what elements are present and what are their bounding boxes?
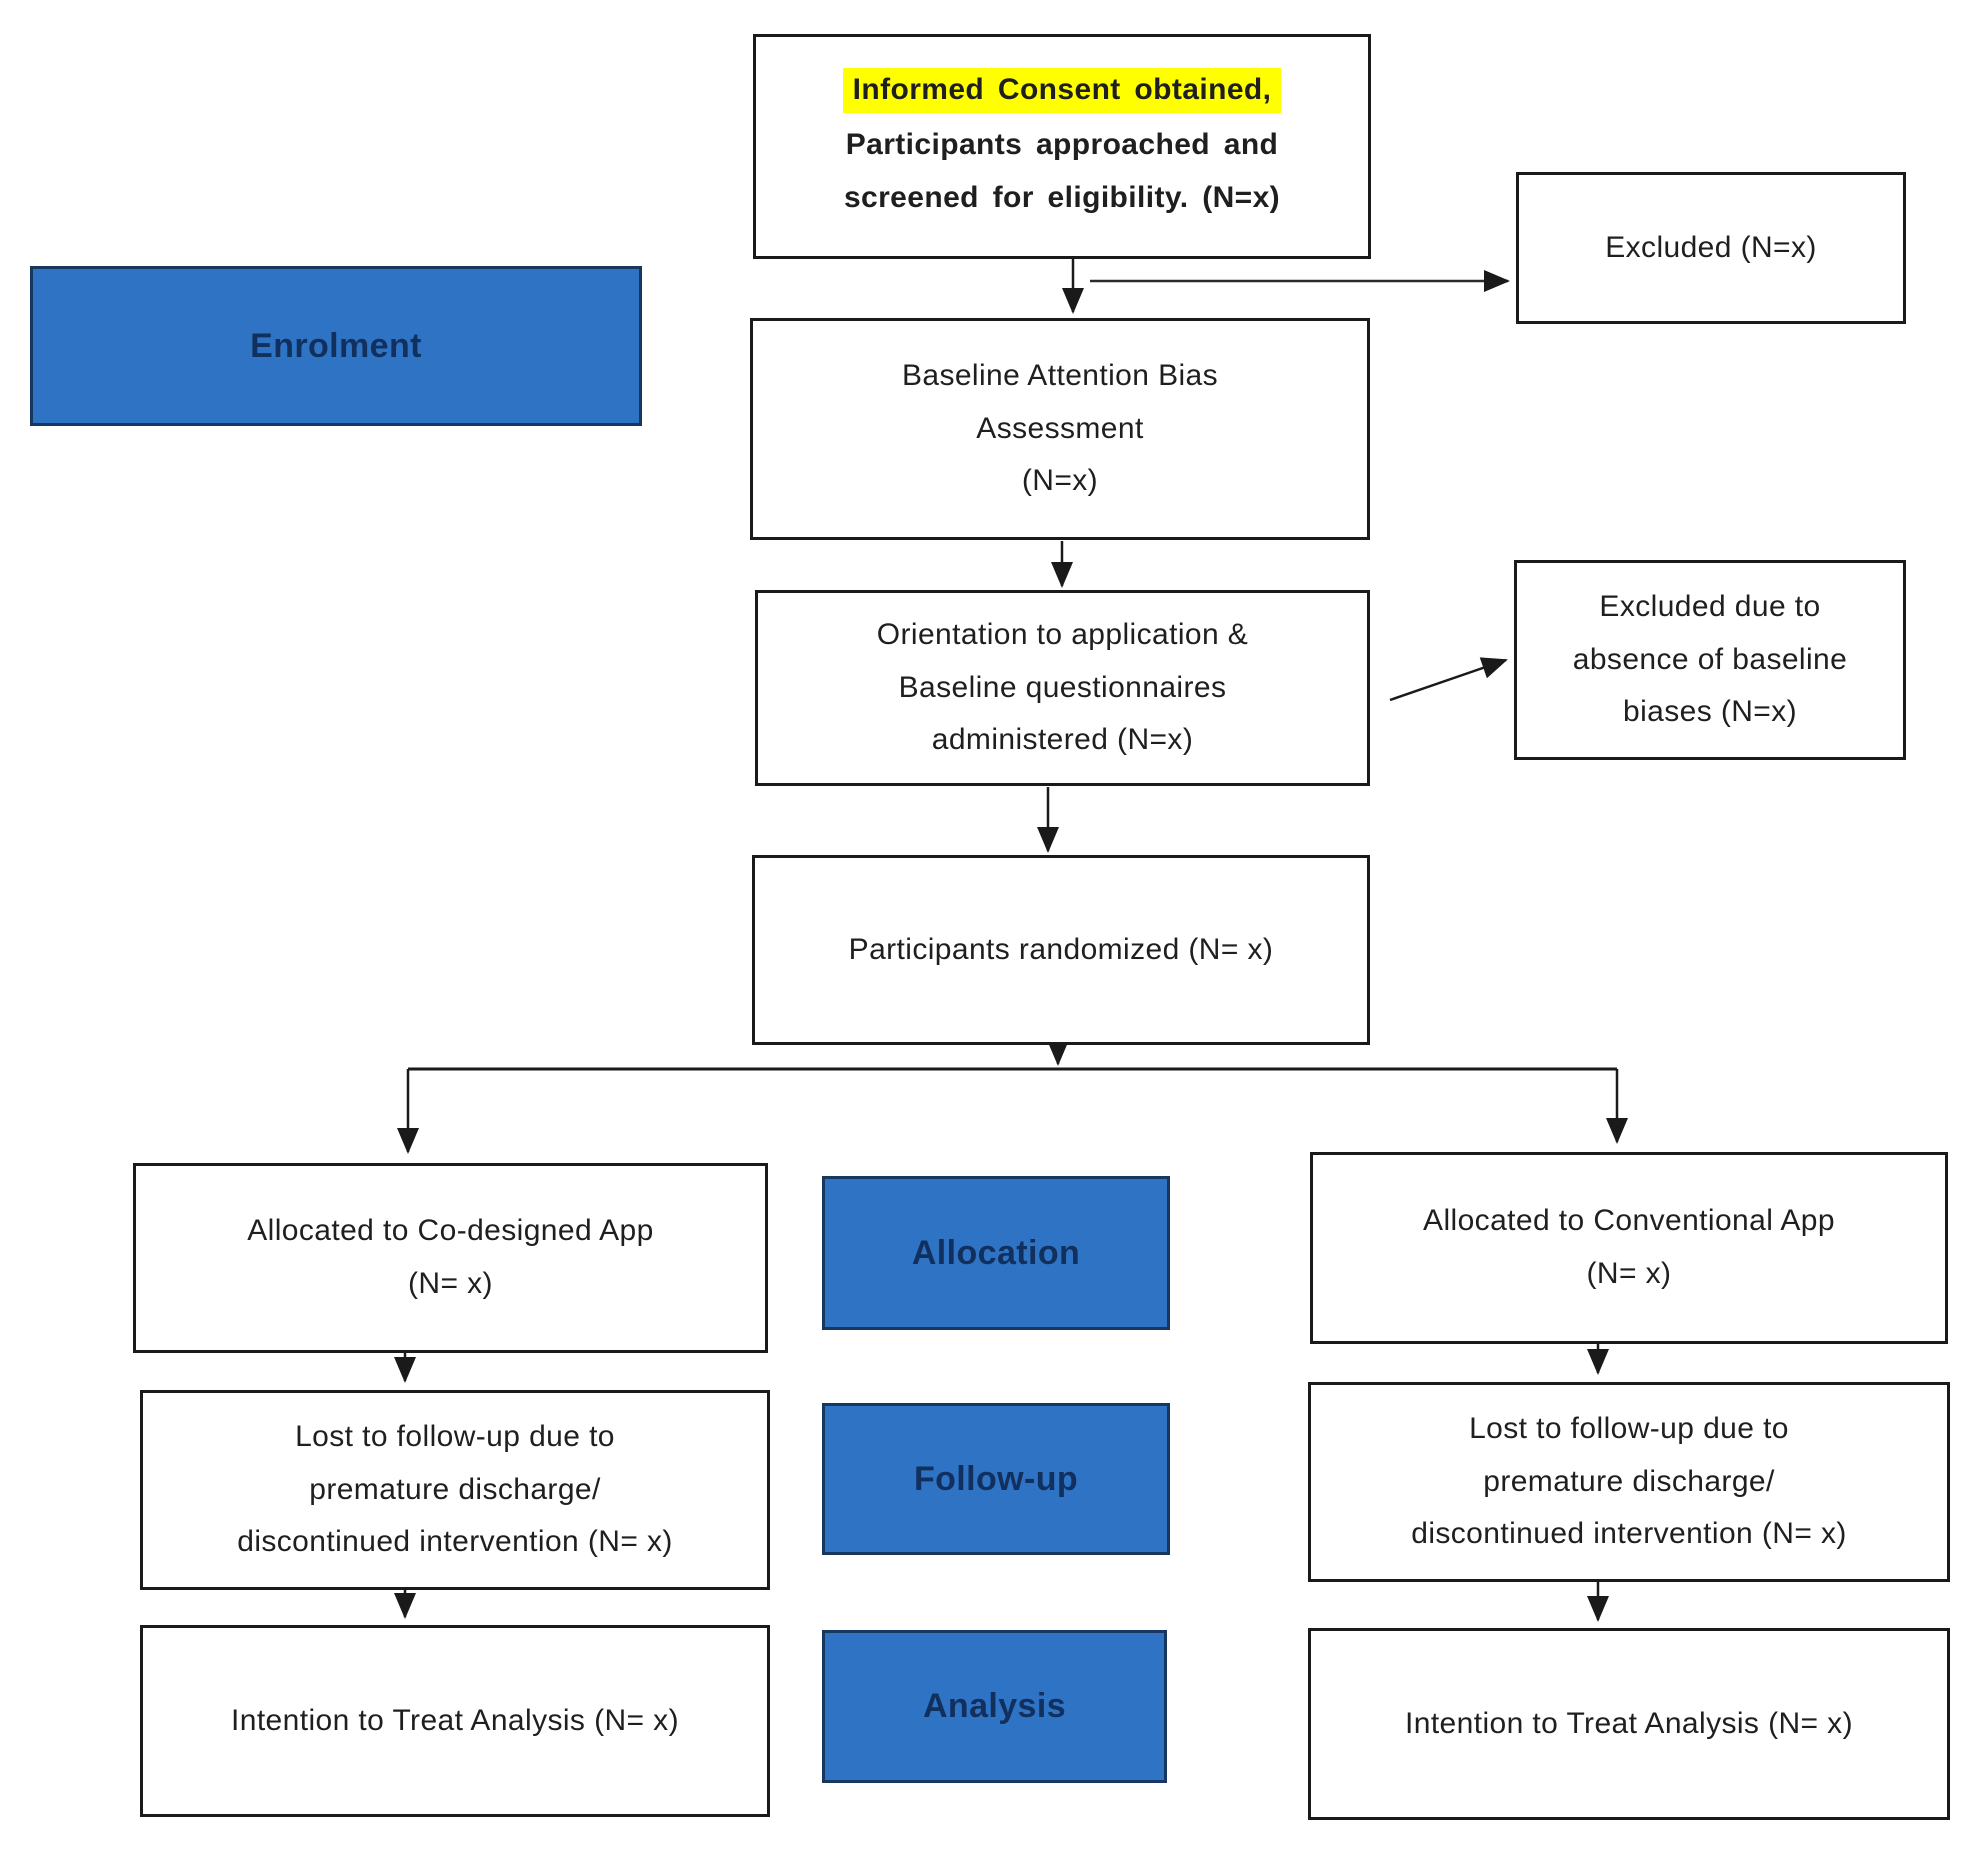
stage-label: Enrolment (250, 326, 422, 365)
node-randomized: Participants randomized (N= x) (752, 855, 1370, 1045)
highlighted-text: Informed Consent obtained, (842, 68, 1282, 113)
node-lost-followup-left: Lost to follow-up due to premature disch… (140, 1390, 770, 1590)
node-orientation-questionnaires: Orientation to application & Baseline qu… (755, 590, 1370, 786)
stage-analysis: Analysis (822, 1630, 1167, 1783)
node-baseline-assessment: Baseline Attention Bias Assessment (N=x) (750, 318, 1370, 540)
node-excluded-no-baseline-biases: Excluded due to absence of baseline bias… (1514, 560, 1906, 760)
node-allocated-conventional-app: Allocated to Conventional App (N= x) (1310, 1152, 1948, 1344)
node-itt-analysis-left: Intention to Treat Analysis (N= x) (140, 1625, 770, 1817)
node-allocated-codesigned-app: Allocated to Co-designed App (N= x) (133, 1163, 768, 1353)
stage-label: Allocation (911, 1233, 1081, 1272)
node-lost-followup-right: Lost to follow-up due to premature disch… (1308, 1382, 1950, 1582)
stage-followup: Follow-up (822, 1403, 1170, 1555)
stage-label: Analysis (922, 1687, 1067, 1725)
stage-label: Follow-up (913, 1459, 1079, 1498)
node-excluded: Excluded (N=x) (1516, 172, 1906, 324)
node-consent-screening: Informed Consent obtained, Participants … (753, 34, 1371, 259)
stage-enrolment: Enrolment (30, 266, 642, 426)
node-itt-analysis-right: Intention to Treat Analysis (N= x) (1308, 1628, 1950, 1820)
arrow-to-excluded-baseline-biases (1389, 657, 1508, 702)
stage-allocation: Allocation (822, 1176, 1170, 1330)
